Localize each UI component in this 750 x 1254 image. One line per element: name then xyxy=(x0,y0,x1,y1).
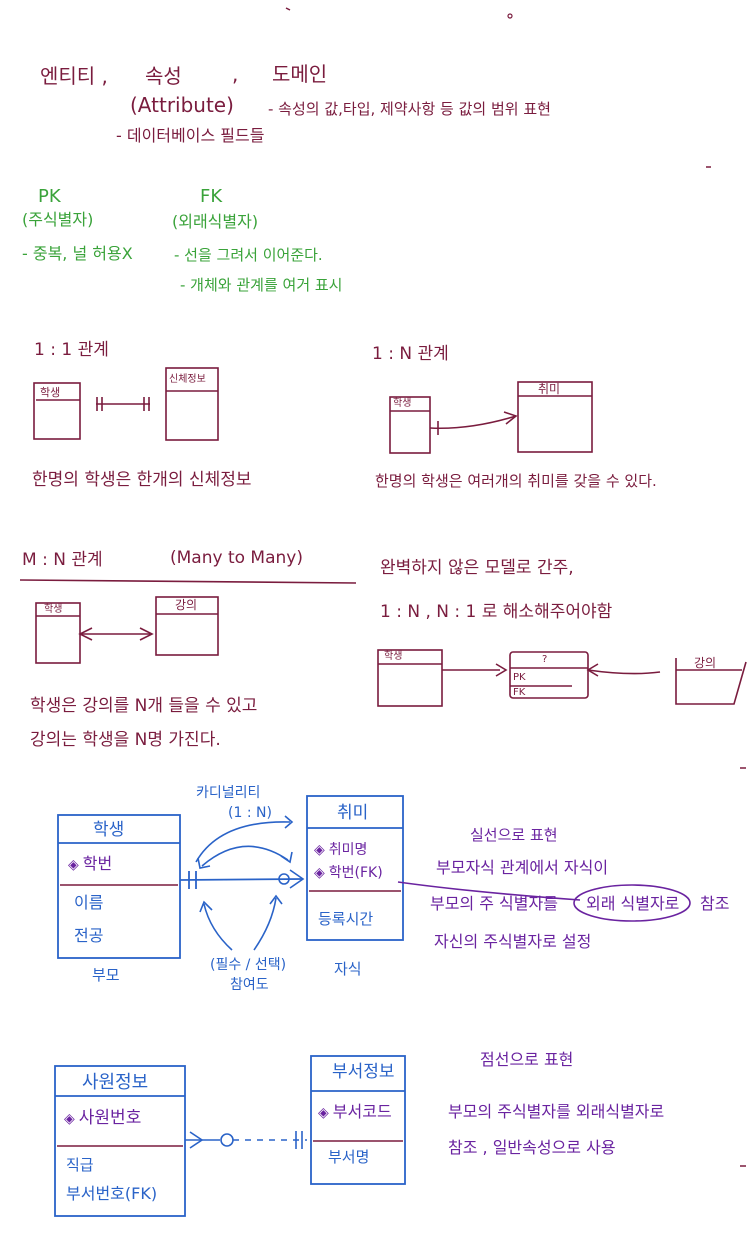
left-attr-1: 직급 xyxy=(66,1156,94,1174)
many-to-many-diagram xyxy=(19,579,747,707)
one-to-many-title: 1 : N 관계 xyxy=(372,344,449,364)
many-to-many-right-entity: 강의 xyxy=(175,598,198,612)
primary-key-diamond-icon: ◈ xyxy=(318,1105,329,1121)
one-to-many-right-entity: 취미 xyxy=(538,382,561,396)
child-role-label: 자식 xyxy=(334,960,362,978)
many-to-many-note-2: 1 : N , N : 1 로 해소해주어야함 xyxy=(380,602,613,622)
right-pk-row: ◈부서코드 xyxy=(318,1102,392,1121)
fk-label: FK xyxy=(200,186,223,207)
child-pk-row-2: ◈학번(FK) xyxy=(314,866,383,880)
identifying-desc-3: 자신의 주식별자로 설정 xyxy=(434,932,592,951)
child-pk-1-label: 취미명 xyxy=(328,842,368,858)
one-to-many-diagram xyxy=(389,381,593,454)
parent-attr-1: 이름 xyxy=(74,893,104,912)
non-identifying-line-type: 점선으로 표현 xyxy=(480,1050,574,1069)
primary-key-diamond-icon: ◈ xyxy=(314,842,325,858)
pk-rule: - 중복, 널 허용X xyxy=(22,244,133,263)
left-entity-title: 사원정보 xyxy=(82,1072,149,1093)
non-identifying-desc-1: 부모의 주식별자를 외래식별자로 xyxy=(448,1102,665,1121)
one-to-many-caption: 한명의 학생은 여러개의 취미를 갖을 수 있다. xyxy=(375,472,657,490)
identifying-desc-2c: 참조 xyxy=(700,894,730,913)
primary-key-diamond-icon: ◈ xyxy=(314,865,325,881)
left-attr-2: 부서번호(FK) xyxy=(66,1184,158,1203)
non-identifying-diagram xyxy=(54,1055,406,1217)
many-to-many-caption-2: 강의는 학생을 N명 가진다. xyxy=(30,730,221,750)
child-entity-title: 취미 xyxy=(337,803,369,823)
cardinality-label: 카디널리티 xyxy=(196,785,261,801)
primary-key-diamond-icon: ◈ xyxy=(64,1111,75,1127)
cardinality-value: (1 : N) xyxy=(228,805,272,821)
resolution-left-entity: 학생 xyxy=(384,651,403,662)
pk-label: PK xyxy=(38,186,61,207)
many-to-many-left-entity: 학생 xyxy=(44,604,63,615)
parent-entity-title: 학생 xyxy=(93,820,125,840)
resolution-mid-entity: ? xyxy=(542,654,548,665)
non-identifying-desc-2: 참조 , 일반속성으로 사용 xyxy=(448,1138,616,1157)
attribute-description: - 데이터베이스 필드들 xyxy=(116,126,265,145)
domain-label: 도메인 xyxy=(272,62,328,86)
parent-pk-label: 학번 xyxy=(82,854,113,873)
left-pk-row: ◈사원번호 xyxy=(64,1110,141,1127)
one-to-one-diagram xyxy=(33,367,219,441)
identifying-diagram xyxy=(57,795,691,959)
resolution-fk: FK xyxy=(513,687,526,698)
optional-label: (필수 / 선택) xyxy=(210,957,287,973)
right-entity-title: 부서정보 xyxy=(332,1062,395,1082)
right-pk-label: 부서코드 xyxy=(332,1102,392,1121)
child-pk-row-1: ◈취미명 xyxy=(314,843,367,857)
one-to-one-title: 1 : 1 관계 xyxy=(34,340,109,360)
one-to-one-caption: 한명의 학생은 한개의 신체정보 xyxy=(32,470,252,490)
identifying-desc-2b: 외래 식별자로 xyxy=(586,894,680,913)
many-to-many-subtitle: (Many to Many) xyxy=(170,548,303,568)
many-to-many-note-1: 완벽하지 않은 모델로 간주, xyxy=(380,558,574,578)
comma-separator: , xyxy=(232,62,239,86)
many-to-many-title: M : N 관계 xyxy=(22,550,103,570)
child-attr: 등록시간 xyxy=(318,910,374,928)
one-to-one-left-entity: 학생 xyxy=(40,386,61,399)
parent-pk-row: ◈학번 xyxy=(68,854,113,873)
fk-rule-1: - 선을 그려서 이어준다. xyxy=(174,246,323,264)
parent-attr-2: 전공 xyxy=(74,926,104,945)
attribute-english: (Attribute) xyxy=(130,93,234,117)
resolution-right-entity: 강의 xyxy=(694,656,717,670)
identifying-line-type: 실선으로 표현 xyxy=(470,826,558,844)
child-pk-2-label: 학번(FK) xyxy=(328,865,383,881)
one-to-one-right-entity: 신체정보 xyxy=(169,374,206,385)
left-pk-label: 사원번호 xyxy=(78,1108,142,1128)
right-attr: 부서명 xyxy=(328,1148,370,1166)
identifying-desc-2a: 부모의 주 식별자를 xyxy=(430,894,558,913)
identifying-desc-1: 부모자식 관계에서 자식이 xyxy=(436,858,609,877)
primary-key-diamond-icon: ◈ xyxy=(68,857,79,873)
fk-rule-2: - 개체와 관계를 여거 표시 xyxy=(180,276,343,294)
entity-label: 엔티티 , xyxy=(40,64,108,88)
resolution-pk: PK xyxy=(513,672,526,683)
fk-description: (외래식별자) xyxy=(172,212,259,231)
many-to-many-caption-1: 학생은 강의를 N개 들을 수 있고 xyxy=(30,696,258,716)
pk-description: (주식별자) xyxy=(22,210,94,229)
one-to-many-left-entity: 학생 xyxy=(393,398,412,409)
parent-role-label: 부모 xyxy=(92,966,120,984)
domain-description: - 속성의 값,타입, 제약사항 등 값의 범위 표현 xyxy=(268,100,551,118)
optional-label-2: 참여도 xyxy=(230,977,269,993)
attribute-label: 속성 xyxy=(145,64,182,88)
